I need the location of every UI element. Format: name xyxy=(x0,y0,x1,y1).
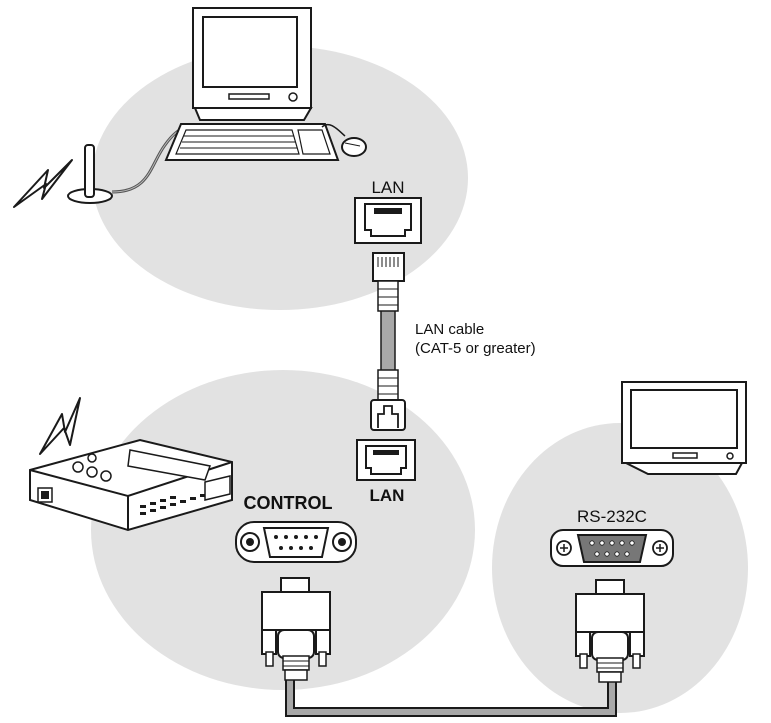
lan-cable-spec: (CAT-5 or greater) xyxy=(415,340,536,357)
lan-cable-label: LAN cable xyxy=(415,321,484,338)
mouse-icon xyxy=(321,123,367,157)
rs232c-cable-fill xyxy=(287,680,615,715)
monitor-zone xyxy=(492,423,748,713)
computer-icon xyxy=(164,7,340,161)
lightning-icon xyxy=(13,159,73,208)
control-label: CONTROL xyxy=(244,493,333,513)
projector-lan-label: LAN xyxy=(370,486,405,505)
lan-port-icon xyxy=(356,439,416,481)
computer-lan-label: LAN xyxy=(371,178,404,197)
lan-port-icon xyxy=(354,197,422,244)
plug-icon xyxy=(575,579,645,683)
serial-port-icon xyxy=(235,521,357,563)
projector-icon xyxy=(29,438,233,532)
serial-port-icon xyxy=(550,529,674,567)
plug-icon xyxy=(261,577,331,681)
monitor-icon xyxy=(621,381,747,475)
lan-cable xyxy=(370,252,406,431)
rs232c-label: RS-232C xyxy=(577,507,647,526)
lightning-icon xyxy=(39,397,81,455)
